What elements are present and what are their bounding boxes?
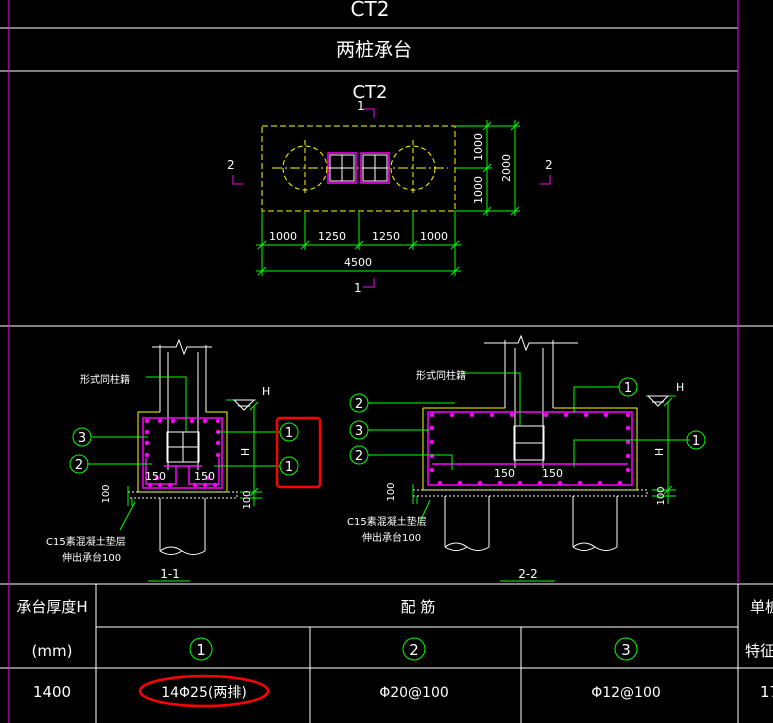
- bottom-100: 100: [386, 482, 397, 501]
- side-header-2: 特征值: [745, 642, 773, 660]
- page-title: 两桩承台: [336, 39, 412, 61]
- section-2-2: 2 3 2 1 1 形式同柱籍 H H 150 150 100 100 C15素…: [347, 334, 706, 582]
- section-caption-2-2: 2-2: [518, 567, 538, 581]
- elevation-label: H: [262, 385, 270, 398]
- drawing-number: CT2: [351, 0, 390, 21]
- column-stirrup-label: 形式同柱籍: [80, 373, 130, 386]
- bar-bubble-2-top: 2: [355, 397, 363, 412]
- dim-right-total: 2000: [500, 154, 513, 182]
- base-note-2: 伸出承台100: [362, 531, 421, 544]
- section-caption-1-1: 1-1: [160, 567, 180, 581]
- cover-150-right: 150: [542, 467, 563, 480]
- side-value: 17: [760, 683, 773, 701]
- dim-bottom-3: 1250: [372, 230, 400, 243]
- bar-bubble-1-top: 1: [624, 381, 632, 396]
- dim-right-bottom: 1000: [472, 176, 485, 204]
- bar1-spec: 14Φ25(两排): [161, 685, 247, 701]
- highlight-box: [275, 416, 322, 489]
- bottom-100-right: 100: [242, 490, 253, 509]
- cover-150-right: 150: [194, 470, 215, 483]
- bar-number-2: 2: [409, 641, 419, 659]
- bar-bubble-3: 3: [355, 424, 363, 439]
- bar-bubble-1-right: 1: [692, 434, 700, 449]
- magenta-border: [8, 0, 739, 723]
- bottom-100-right: 100: [656, 486, 667, 505]
- section-1-1: 3 2 1 1 形式同柱籍 H H 150 150 100 100 C15素混凝…: [46, 338, 322, 582]
- thickness-value: 1400: [33, 683, 71, 701]
- bar-bubble-1-bottom: 1: [285, 460, 293, 475]
- rebar-table: 承台厚度H (mm) 配 筋 单桩 特征值 1 2 3 1400 14Φ25(两…: [16, 598, 773, 708]
- thickness-unit: (mm): [32, 642, 73, 660]
- section-mark-bottom: 1: [354, 281, 362, 295]
- plan-title: CT2: [352, 82, 387, 103]
- plan-view: CT2 1 1 2 2: [227, 82, 553, 295]
- bar2-spec: Φ20@100: [379, 685, 449, 701]
- column-stirrup-label: 形式同柱籍: [416, 369, 466, 382]
- section-mark-right: 2: [545, 158, 553, 172]
- height-label: H: [239, 448, 252, 456]
- bar-bubble-3: 3: [78, 431, 86, 446]
- bottom-100: 100: [101, 484, 112, 503]
- bar-bubble-2: 2: [75, 458, 83, 473]
- highlight-ellipse: [138, 674, 270, 708]
- section-mark-left: 2: [227, 158, 235, 172]
- bar-number-3: 3: [621, 641, 631, 659]
- base-note-1: C15素混凝土垫层: [347, 515, 427, 528]
- dim-bottom-2: 1250: [318, 230, 346, 243]
- bar-bubble-2-bottom: 2: [355, 449, 363, 464]
- bar-bubble-1-top: 1: [285, 426, 293, 441]
- base-note-2: 伸出承台100: [62, 551, 121, 564]
- dim-bottom-1: 1000: [269, 230, 297, 243]
- dim-right-top: 1000: [472, 133, 485, 161]
- cover-150-left: 150: [494, 467, 515, 480]
- height-label: H: [653, 448, 666, 456]
- thickness-header: 承台厚度H: [16, 598, 87, 616]
- bar-number-1: 1: [196, 641, 206, 659]
- dim-bottom-total: 4500: [344, 256, 372, 269]
- base-note-1: C15素混凝土垫层: [46, 535, 126, 548]
- frame: [0, 27, 773, 723]
- bar3-spec: Φ12@100: [591, 685, 661, 701]
- cover-150-left: 150: [145, 470, 166, 483]
- elevation-label: H: [676, 381, 684, 394]
- side-header-1: 单桩: [750, 598, 773, 616]
- section-mark-top: 1: [357, 99, 365, 113]
- rebar-header: 配 筋: [401, 598, 436, 616]
- dim-bottom-4: 1000: [420, 230, 448, 243]
